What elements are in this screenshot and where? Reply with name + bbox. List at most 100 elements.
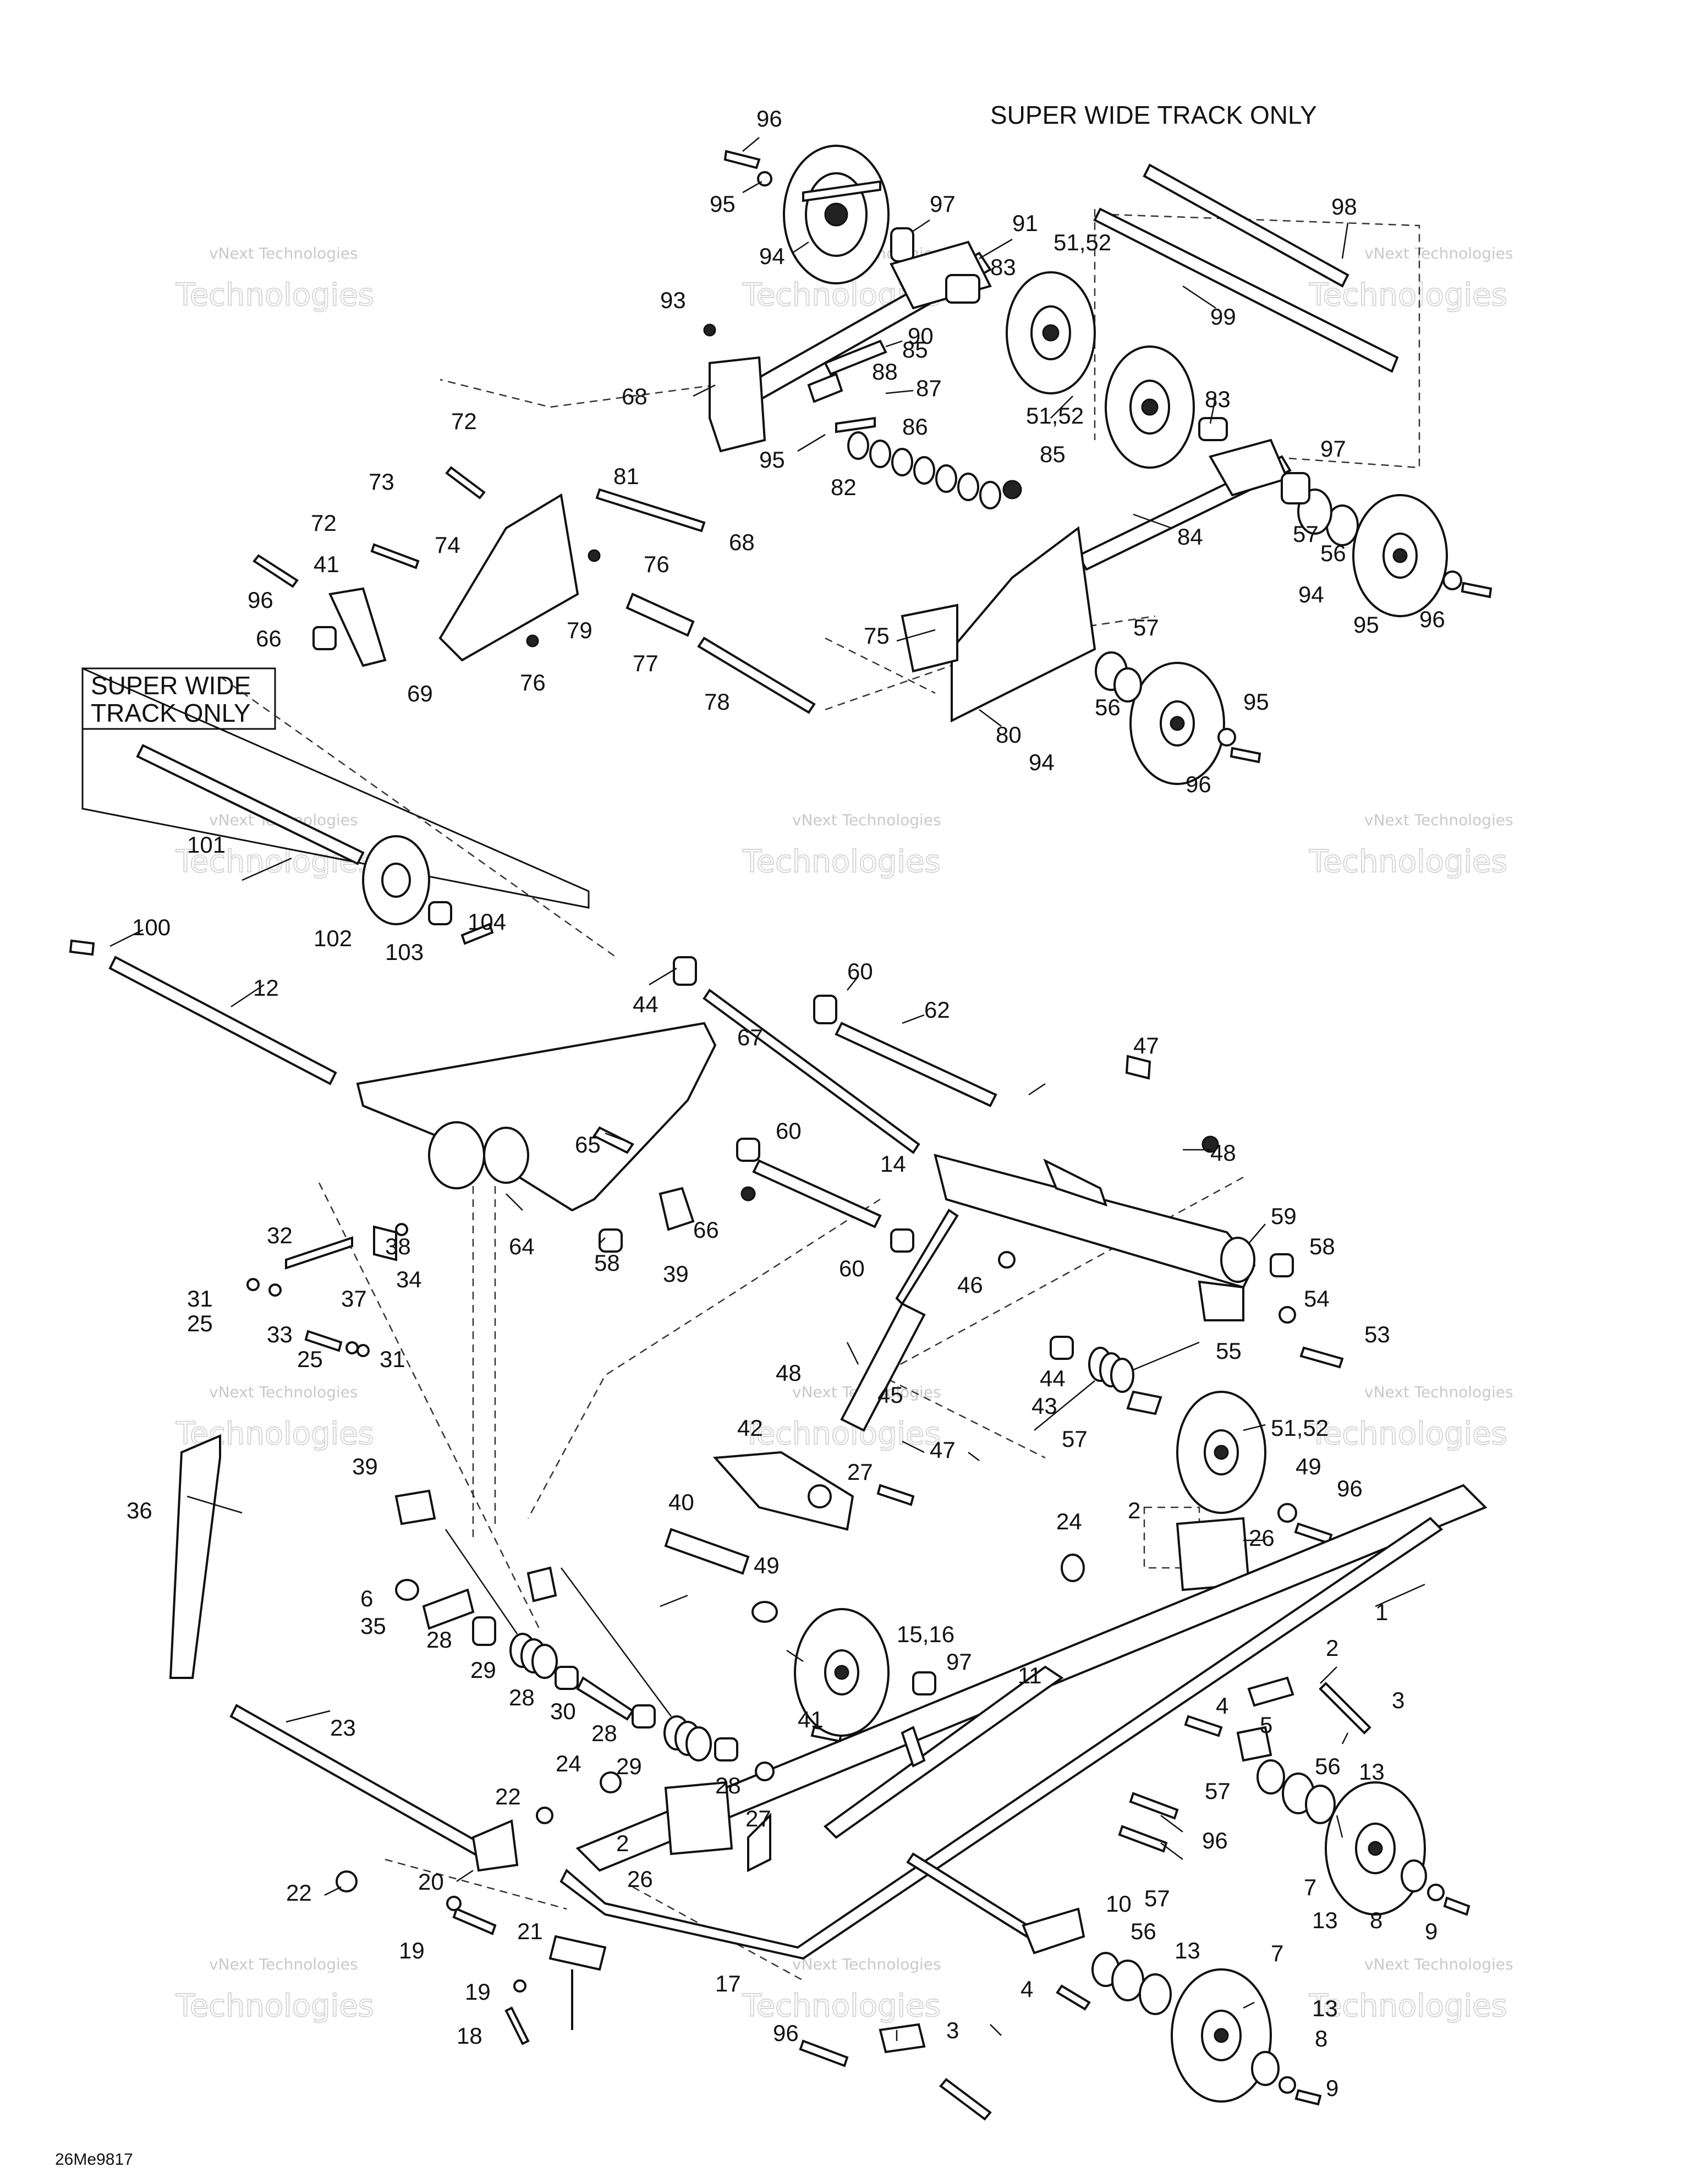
callout: 11 [1018, 1662, 1042, 1688]
callout: 33 [267, 1321, 293, 1347]
callout: 1 [1375, 1599, 1388, 1625]
callout: 13 [1312, 1995, 1338, 2021]
callout: 2 [616, 1830, 629, 1856]
callout: 102 [314, 925, 352, 951]
callout: 7 [1271, 1940, 1283, 1966]
callout: 79 [567, 617, 592, 643]
callout: 41 [314, 551, 339, 577]
callout: 55 [1216, 1338, 1242, 1364]
callout: 60 [776, 1118, 802, 1144]
left-components [169, 1223, 738, 1861]
callout: 82 [831, 474, 857, 500]
watermark-text: vNext Technologies [1364, 244, 1513, 262]
callout: 49 [754, 1552, 780, 1578]
callout: 56 [1131, 1918, 1156, 1944]
cover-plate [664, 1781, 733, 1856]
watermark-text: Technologies [1309, 1416, 1507, 1452]
callout: 24 [1056, 1508, 1082, 1534]
callout: 37 [341, 1286, 367, 1312]
callout: 66 [693, 1217, 719, 1243]
callout: 34 [396, 1266, 422, 1292]
side-bracket [438, 493, 579, 662]
callout: 4 [1216, 1693, 1228, 1719]
callout: 8 [1370, 1907, 1382, 1933]
rail-bracket [823, 1665, 1064, 1839]
callout: 57 [1205, 1778, 1231, 1804]
callout: 94 [759, 243, 785, 269]
callout: 56 [1320, 540, 1346, 566]
super-wide-track-heading: SUPER WIDE TRACK ONLY [990, 101, 1317, 129]
super-wide-track-box-line1: SUPER WIDE [91, 671, 251, 700]
callout: 72 [451, 408, 477, 434]
callout: 54 [1304, 1286, 1330, 1312]
callout: 24 [556, 1751, 581, 1776]
callout: 4 [1020, 1976, 1033, 2002]
upper-assembly [253, 145, 1493, 785]
callout: 9 [1326, 2075, 1338, 2101]
callout: 96 [1186, 771, 1211, 797]
callout-labels: 96 95 97 94 91 83 51,52 98 99 93 90 85 8… [127, 106, 1445, 2101]
callout: 25 [297, 1346, 323, 1372]
callout: 36 [127, 1497, 152, 1523]
callout: 100 [132, 914, 171, 940]
callout: 49 [1296, 1453, 1321, 1479]
callout: 46 [957, 1272, 983, 1298]
callout: 13 [1312, 1907, 1338, 1933]
super-wide-track-box: SUPER WIDE TRACK ONLY [81, 667, 590, 909]
callout: 56 [1095, 694, 1121, 720]
rear-axle [108, 956, 337, 1085]
callout: 58 [1309, 1233, 1335, 1259]
super-wide-track-box-line2: TRACK ONLY [91, 699, 251, 727]
figure-code: 26Me9817 [55, 2150, 133, 2169]
callout: 97 [946, 1649, 972, 1675]
callout: 66 [256, 625, 282, 651]
watermark-text: vNext Technologies [1364, 811, 1513, 829]
callout: 40 [668, 1489, 694, 1515]
callout: 48 [776, 1360, 802, 1386]
callout: 104 [468, 909, 506, 935]
callout: 44 [633, 991, 659, 1017]
callout: 90 [908, 323, 934, 349]
swt-box-parts [136, 744, 494, 945]
callout: 97 [930, 191, 956, 217]
callout: 41 [798, 1706, 824, 1732]
callout: 95 [1353, 612, 1379, 638]
axle [1143, 163, 1349, 288]
watermark-text: vNext Technologies [1364, 1383, 1513, 1401]
callout: 75 [864, 623, 890, 649]
shock-rod [895, 1209, 959, 1306]
leader-lines [109, 137, 1425, 2041]
callout: 80 [996, 722, 1022, 748]
callout: 101 [187, 832, 226, 858]
shaft [835, 1022, 997, 1107]
watermark-text: Technologies [742, 1988, 941, 2024]
callout: 58 [594, 1250, 620, 1276]
callout: 57 [1293, 521, 1319, 547]
callout: 95 [710, 191, 736, 217]
callout: 99 [1210, 304, 1236, 330]
callout: 19 [465, 1979, 491, 2005]
callout: 94 [1298, 581, 1324, 607]
callout: 31 [187, 1286, 213, 1312]
axle [136, 744, 365, 865]
callout: 2 [1326, 1635, 1338, 1661]
torsion-spring [1034, 1341, 1200, 1431]
callout: 42 [737, 1415, 763, 1441]
callout: 39 [352, 1453, 378, 1479]
callout: 23 [330, 1715, 356, 1741]
watermark-text: Technologies [1309, 1988, 1507, 2024]
callout: 98 [1331, 194, 1357, 220]
pivot-bracket [712, 1451, 854, 1531]
callout: 64 [509, 1233, 535, 1259]
callout: 93 [660, 287, 686, 313]
watermark-text: vNext Technologies [209, 1955, 358, 1973]
callout: 28 [591, 1720, 617, 1746]
callout: 12 [253, 975, 279, 1001]
callout: 15,16 [897, 1621, 954, 1647]
callout: 14 [880, 1151, 906, 1177]
callout: 76 [644, 551, 670, 577]
callout: 83 [1205, 386, 1231, 412]
callout: 48 [1210, 1140, 1236, 1166]
watermark-text: Technologies [742, 844, 941, 880]
